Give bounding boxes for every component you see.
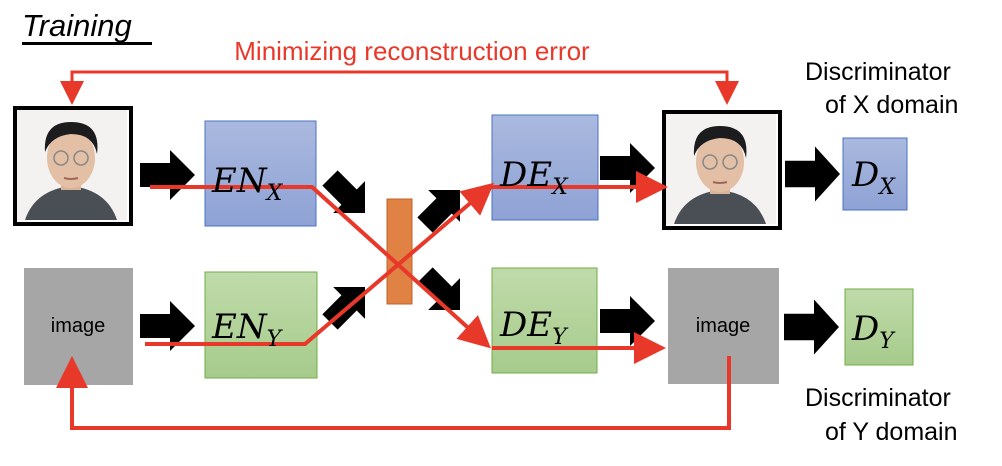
- reconstruction-loop-bottom: [56, 356, 731, 430]
- decoder-x-box: [491, 114, 599, 221]
- disc-y-caption-line1: Discriminator: [805, 384, 951, 412]
- disc-x-caption-line2: of X domain: [825, 91, 958, 119]
- encoder-y-label: ENY: [211, 307, 284, 352]
- arrow-output-to-dx: [785, 146, 840, 202]
- discriminator-x-label: DX: [851, 155, 896, 200]
- output-image-y: [668, 268, 779, 384]
- arrow-output-to-dy: [784, 299, 839, 355]
- input-image-y-label: image: [51, 315, 105, 337]
- discriminator-y-label: DY: [851, 309, 896, 354]
- discriminator-x-box: [842, 137, 908, 211]
- disc-x-caption-line1: Discriminator: [805, 58, 951, 86]
- latent-code-bar: [386, 198, 413, 305]
- arrow-dey-to-output: [600, 296, 655, 346]
- output-face-image: [662, 110, 782, 230]
- title: Training: [22, 8, 132, 43]
- output-image-y-label: image: [696, 315, 750, 337]
- disc-y-caption-line2: of Y domain: [825, 418, 958, 446]
- arrow-latent-to-dey: [409, 259, 476, 326]
- encoder-y-box: [204, 271, 318, 379]
- title-underline: [22, 42, 152, 45]
- path-y-to-x: [145, 182, 495, 346]
- encoder-x-label: ENX: [211, 161, 284, 206]
- decoder-y-label: DEY: [499, 305, 569, 350]
- decoder-y-box: [491, 267, 598, 374]
- path-x-to-y: [150, 185, 491, 349]
- loss-label: Minimizing reconstruction error: [234, 36, 590, 66]
- input-face-image: [13, 106, 133, 226]
- decoder-x-label: DEX: [499, 155, 569, 200]
- discriminator-y-box: [844, 288, 914, 366]
- encoder-x-box: [204, 120, 317, 227]
- reconstruction-loop-top: [60, 70, 729, 105]
- arrow-input-to-enx: [140, 150, 195, 200]
